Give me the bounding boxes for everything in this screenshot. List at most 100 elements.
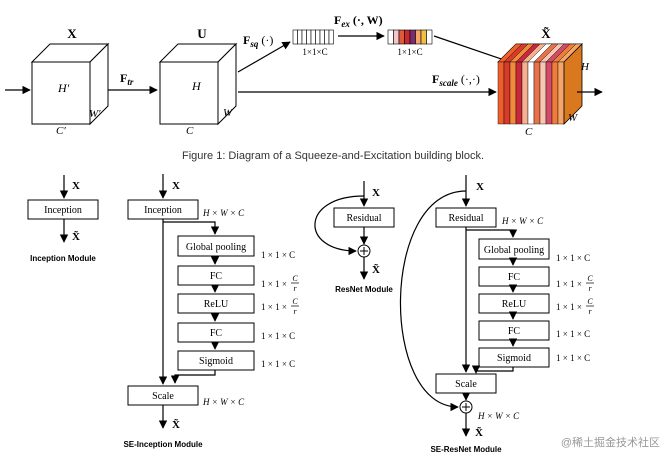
- u-h-label: H: [191, 79, 202, 93]
- svg-text:r: r: [293, 284, 297, 293]
- se-resnet-dim-4: 1 × 1 × C: [556, 329, 590, 339]
- svg-text:Residual: Residual: [347, 213, 382, 224]
- svg-text:C: C: [587, 297, 593, 306]
- output-slice-front: [557, 61, 565, 125]
- se-resnet-x-out: X̃: [475, 426, 483, 439]
- se-resnet-module-title: SE-ResNet Module: [430, 445, 502, 454]
- input-c-label: C′: [56, 125, 66, 137]
- svg-text:1 × 1 ×: 1 × 1 ×: [556, 302, 582, 312]
- squeeze-cell: [301, 29, 307, 45]
- svg-text:FC: FC: [210, 271, 223, 282]
- squeeze-cell: [328, 29, 334, 45]
- vec2-dim-label: 1×1×C: [397, 47, 422, 57]
- u-label: U: [197, 26, 207, 41]
- fex-label: Fex(·, W): [334, 13, 383, 29]
- se-block-top: X H′ W′ C′ Ftr U H W C Fsq(·) 1×1×C Fex(…: [5, 13, 603, 138]
- input-w-label: W′: [89, 108, 101, 120]
- se-inception-x-out: X̃: [172, 418, 180, 431]
- resnet-module-title: ResNet Module: [335, 285, 393, 294]
- excitation-cell: [404, 29, 411, 45]
- resnet-module: X Residual X̃ ResNet Module: [314, 181, 395, 294]
- se-inception-dim-2: 1 × 1 × C r: [261, 274, 299, 293]
- output-c-label: C: [525, 126, 533, 138]
- output-h-label: H: [580, 61, 590, 73]
- input-x-label: X: [67, 26, 77, 41]
- se-inception-sigmoid: [177, 350, 255, 371]
- inception-x-in: X: [72, 180, 80, 192]
- se-resnet-dim-1: 1 × 1 × C: [556, 253, 590, 263]
- resnet-x-out: X̃: [372, 263, 380, 276]
- u-c-label: C: [186, 125, 194, 137]
- se-inception-dim-3: 1 × 1 × C r: [261, 297, 299, 316]
- squeeze-cell: [297, 29, 303, 45]
- svg-text:C: C: [587, 274, 593, 283]
- se-resnet-dim-2: 1 × 1 × C r: [556, 274, 594, 293]
- squeeze-cell: [306, 29, 312, 45]
- output-slice-front: [521, 61, 529, 125]
- feature-map-u: [158, 42, 238, 126]
- output-slice-front: [545, 61, 553, 125]
- excitation-cell: [409, 29, 416, 45]
- svg-text:r: r: [588, 307, 592, 316]
- se-inception-dim-1: 1 × 1 × C: [261, 250, 295, 260]
- vec1-dim-label: 1×1×C: [302, 47, 327, 57]
- output-slice-front: [503, 61, 511, 125]
- ftr-label: Ftr: [120, 71, 134, 87]
- excitation-cell: [420, 29, 427, 45]
- se-resnet-dim-hwc: H × W × C: [501, 216, 544, 226]
- squeeze-arrow: [237, 41, 291, 73]
- input-tensor-x: [30, 42, 110, 126]
- output-slice-front: [509, 61, 517, 125]
- svg-text:r: r: [588, 284, 592, 293]
- output-tensor: [497, 43, 583, 125]
- se-inception-block-label: Inception: [144, 205, 182, 216]
- se-inception-relu: [177, 293, 255, 314]
- squeeze-cell: [319, 29, 325, 45]
- svg-text:Residual: Residual: [449, 213, 484, 224]
- svg-text:1 × 1 ×: 1 × 1 ×: [556, 279, 582, 289]
- output-slice-front: [551, 61, 559, 125]
- se-inception-dim-4: 1 × 1 × C: [261, 331, 295, 341]
- se-resnet-module: X Residual H × W × C Global pooling 1 × …: [399, 175, 594, 454]
- svg-text:FC: FC: [210, 328, 223, 339]
- excitation-cell: [426, 29, 433, 45]
- inception-block-label: Inception: [44, 205, 82, 216]
- svg-text:Scale: Scale: [455, 379, 477, 390]
- svg-text:Global pooling: Global pooling: [186, 242, 246, 253]
- squeeze-vector: [292, 29, 334, 45]
- se-resnet-dim-hwc-bottom: H × W × C: [477, 411, 520, 421]
- svg-text:Global pooling: Global pooling: [484, 245, 544, 256]
- output-side-face: [563, 43, 583, 125]
- svg-text:1 × 1 ×: 1 × 1 ×: [261, 279, 287, 289]
- squeeze-cell: [292, 29, 298, 45]
- se-inception-dim-hwc: H × W × C: [202, 208, 245, 218]
- se-resnet-identity-path: [399, 190, 467, 412]
- se-inception-global-pooling: [177, 235, 255, 257]
- u-w-label: W: [223, 107, 233, 119]
- inception-module: X Inception X̃ Inception Module: [27, 175, 99, 263]
- inception-module-title: Inception Module: [30, 254, 96, 263]
- se-resnet-sigmoid: [478, 347, 550, 368]
- squeeze-cell: [324, 29, 330, 45]
- svg-text:C: C: [292, 274, 298, 283]
- svg-text:ReLU: ReLU: [204, 299, 229, 310]
- excitation-vector: [387, 29, 433, 45]
- squeeze-cell: [310, 29, 316, 45]
- svg-text:r: r: [293, 307, 297, 316]
- excitation-cell: [398, 29, 405, 45]
- excitation-cell: [387, 29, 394, 45]
- svg-text:FC: FC: [508, 272, 521, 283]
- se-resnet-dim-3: 1 × 1 × C r: [556, 297, 594, 316]
- watermark: @稀土掘金技术社区: [561, 435, 660, 449]
- output-slice-front: [539, 61, 547, 125]
- se-resnet-x-in: X: [476, 181, 484, 193]
- output-w-label: W: [568, 112, 578, 124]
- output-slice-front: [533, 61, 541, 125]
- resnet-x-in: X: [372, 187, 380, 199]
- output-slice-front: [497, 61, 505, 125]
- output-x-label: X̃: [541, 26, 551, 41]
- se-inception-module-title: SE-Inception Module: [123, 440, 203, 449]
- se-inception-dim-5: 1 × 1 × C: [261, 359, 295, 369]
- squeeze-cell: [315, 29, 321, 45]
